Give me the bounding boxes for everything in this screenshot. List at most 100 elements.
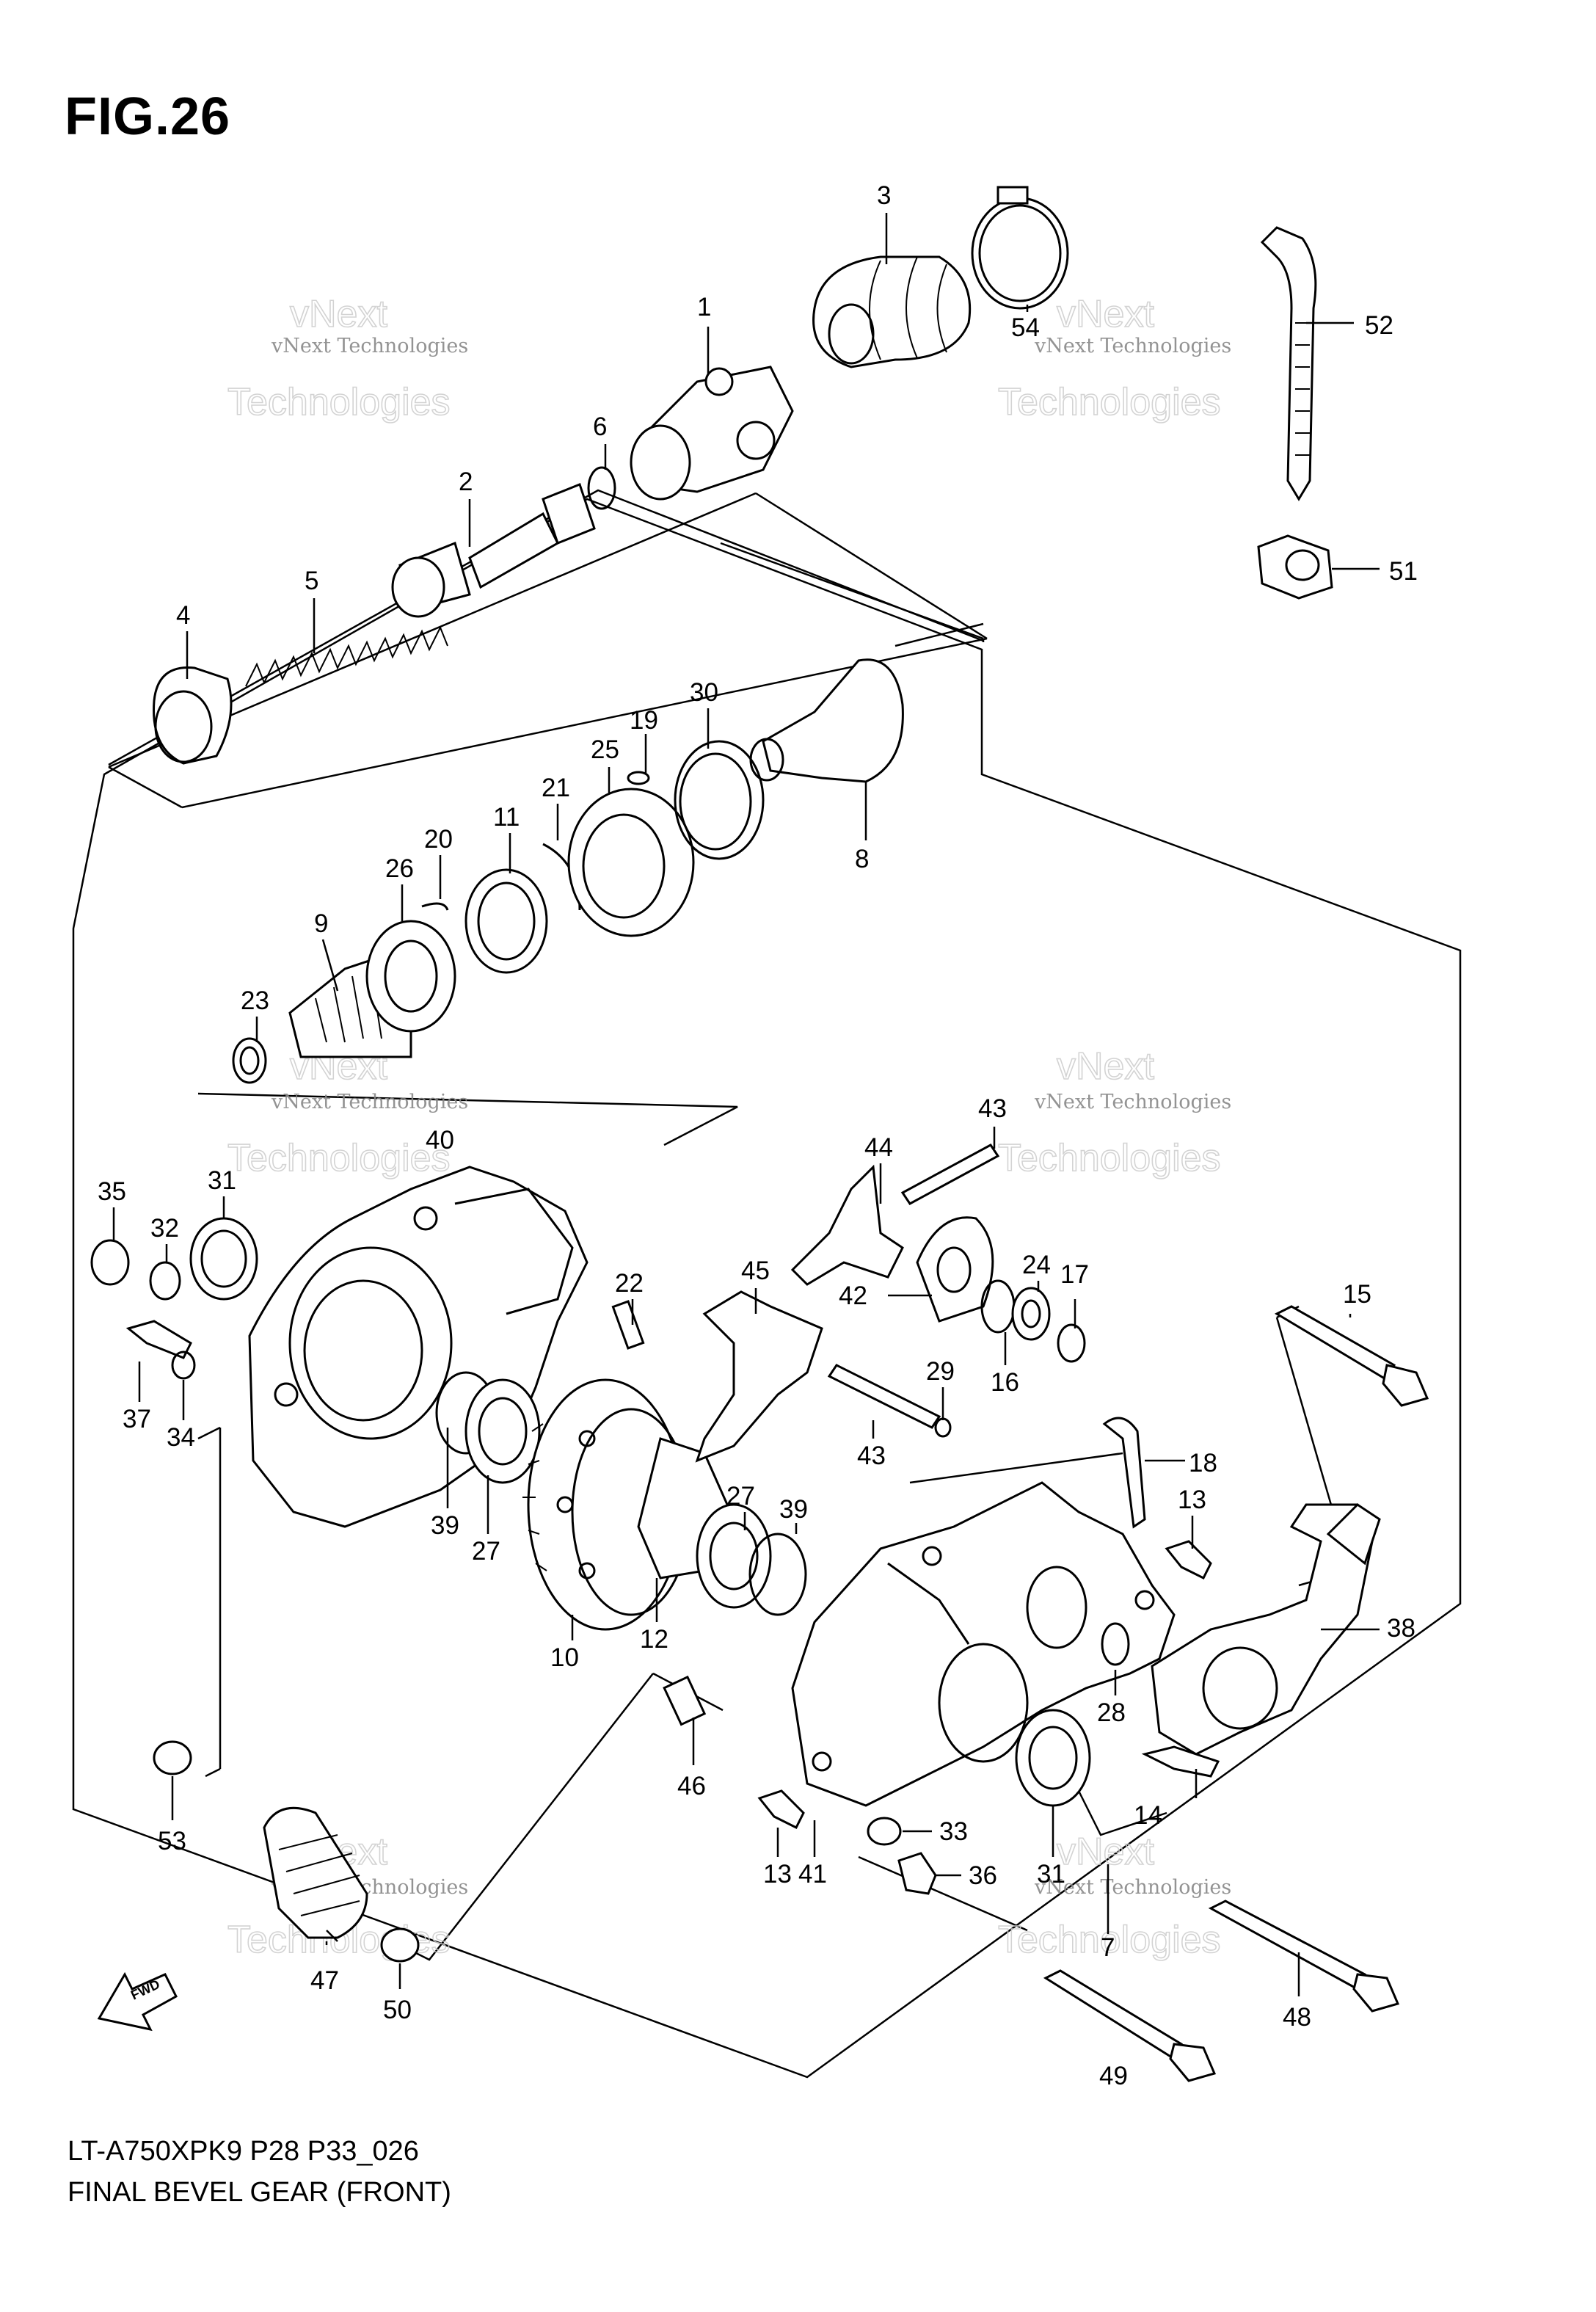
part-drawing-43-shaft-upper xyxy=(900,1144,1000,1205)
part-drawing-35-plug xyxy=(90,1239,130,1286)
part-drawing-34-washer xyxy=(171,1351,196,1380)
part-drawing-39-o-ring-right xyxy=(748,1533,807,1616)
part-label-10: 10 xyxy=(550,1643,579,1672)
part-drawing-7-housing-right xyxy=(791,1481,1176,1807)
assembly-name: FINAL BEVEL GEAR (FRONT) xyxy=(68,2177,451,2208)
upper-group-right-edge xyxy=(755,492,988,640)
part-drawing-50-nut xyxy=(380,1927,420,1963)
part-drawing-44-shift-fork xyxy=(790,1164,904,1286)
part-drawing-32-washer xyxy=(149,1261,181,1301)
part-label-6: 6 xyxy=(593,412,607,441)
part-label-46: 46 xyxy=(677,1772,706,1800)
part-label-17: 17 xyxy=(1060,1260,1089,1289)
connector-left-foot xyxy=(205,1767,221,1778)
part-label-36: 36 xyxy=(969,1861,997,1890)
watermark-text: Technologies xyxy=(998,381,1221,423)
part-label-9: 9 xyxy=(314,909,328,938)
part-label-15: 15 xyxy=(1343,1280,1371,1309)
part-drawing-26-bearing xyxy=(365,920,456,1033)
part-label-25: 25 xyxy=(591,735,619,764)
part-label-27-left: 27 xyxy=(472,1537,500,1566)
part-label-39-right: 39 xyxy=(779,1495,808,1524)
part-drawing-2-shaft xyxy=(391,483,596,618)
part-label-29: 29 xyxy=(926,1357,955,1386)
part-drawing-17-o-ring xyxy=(1057,1323,1086,1363)
part-label-3: 3 xyxy=(877,181,891,210)
part-drawing-51-clip xyxy=(1257,534,1333,600)
part-label-12: 12 xyxy=(640,1625,668,1654)
part-drawing-27-bearing-right xyxy=(696,1503,772,1609)
watermark-text: vNext Technologies xyxy=(271,335,468,357)
connector-bolt-49 xyxy=(858,1855,1028,1932)
part-drawing-46-breather xyxy=(663,1675,707,1726)
part-label-41: 41 xyxy=(798,1860,827,1889)
fwd-direction-arrow: FWD xyxy=(97,1971,178,2032)
watermarks: vNext vNext Technologies Technologies vN… xyxy=(227,292,1231,1962)
pinion-group-bracket xyxy=(197,1092,738,1146)
part-drawing-38-actuator xyxy=(1151,1503,1381,1756)
part-drawing-13-bolt-right xyxy=(1165,1540,1212,1580)
part-drawing-1-universal-joint xyxy=(630,366,794,501)
part-drawing-47-boot xyxy=(263,1806,368,1939)
part-label-45: 45 xyxy=(741,1257,770,1285)
part-label-26: 26 xyxy=(385,854,414,883)
part-drawing-10-ring-gear xyxy=(522,1378,691,1631)
part-label-7: 7 xyxy=(1101,1933,1115,1962)
watermark-text: vNext xyxy=(1057,1831,1154,1873)
part-drawing-6-circlip xyxy=(587,466,616,510)
part-drawing-37-bolt xyxy=(125,1320,192,1359)
part-label-13-left: 13 xyxy=(763,1860,792,1889)
part-label-1: 1 xyxy=(697,293,711,321)
part-drawing-23-bearing xyxy=(232,1037,267,1084)
part-drawing-25-bearing xyxy=(567,788,695,937)
part-label-14: 14 xyxy=(1134,1801,1162,1830)
part-drawing-22-dowel-pin xyxy=(611,1300,645,1350)
part-label-21: 21 xyxy=(542,774,570,802)
part-label-4: 4 xyxy=(176,601,190,630)
watermark-text: Technologies xyxy=(998,1137,1221,1179)
watermark-text: vNext Technologies xyxy=(1034,1091,1231,1113)
part-drawing-8-flange-coupling xyxy=(749,658,904,783)
assembly-outline xyxy=(72,489,1462,2079)
part-drawing-29-clip xyxy=(934,1417,952,1438)
frame-inner-line xyxy=(720,542,984,640)
watermark-text: Technologies xyxy=(227,1137,451,1179)
part-label-18: 18 xyxy=(1189,1449,1217,1477)
part-drawing-13-bolt-left xyxy=(757,1789,805,1830)
part-label-47: 47 xyxy=(310,1966,339,1995)
watermark-text: vNext Technologies xyxy=(1034,335,1231,357)
part-drawing-11-bearing-ring xyxy=(464,868,548,974)
part-label-48: 48 xyxy=(1283,2003,1311,2032)
connector-46-to-50 xyxy=(414,1673,654,1961)
part-label-35: 35 xyxy=(98,1177,126,1206)
part-label-28: 28 xyxy=(1097,1698,1126,1727)
part-drawing-49-bolt xyxy=(1043,1969,1217,2082)
connector-left-head xyxy=(197,1426,221,1440)
part-label-24: 24 xyxy=(1022,1251,1051,1279)
part-label-23: 23 xyxy=(241,986,269,1015)
figure-title: FIG.26 xyxy=(65,87,231,146)
watermark-text: vNext Technologies xyxy=(1034,1876,1231,1899)
part-number-labels: 1 2 3 4 5 6 7 8 9 10 11 12 13 13 14 15 1… xyxy=(98,181,1418,2090)
part-label-42: 42 xyxy=(839,1282,867,1310)
part-drawing-24-seal xyxy=(1011,1287,1051,1341)
part-drawing-45-fork-bracket xyxy=(695,1290,823,1463)
part-drawing-31-oil-seal-left xyxy=(189,1217,258,1301)
part-drawing-3-rubber-boot xyxy=(812,255,972,368)
part-drawing-16-o-ring xyxy=(980,1279,1016,1334)
part-label-51: 51 xyxy=(1389,557,1418,586)
model-code: LT-A750XPK9 P28 P33_026 xyxy=(68,2136,419,2167)
part-label-27-right: 27 xyxy=(726,1482,755,1511)
part-label-22: 22 xyxy=(615,1269,644,1298)
part-label-43-upper: 43 xyxy=(978,1094,1007,1123)
part-label-53: 53 xyxy=(158,1827,186,1855)
part-label-50: 50 xyxy=(383,1996,412,2024)
part-label-8: 8 xyxy=(855,845,869,873)
part-label-5: 5 xyxy=(305,567,318,595)
part-label-32: 32 xyxy=(150,1214,179,1243)
connector-bolt-48 xyxy=(1077,1790,1167,1836)
part-label-39-left: 39 xyxy=(431,1511,459,1540)
part-drawing-48-bolt xyxy=(1208,1900,1400,2013)
